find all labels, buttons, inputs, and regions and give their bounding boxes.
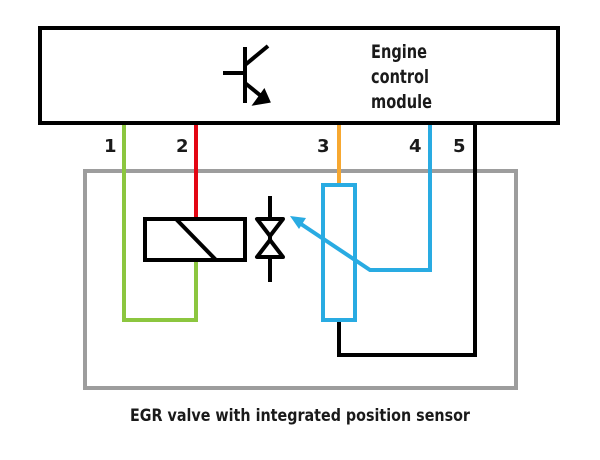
pin-label-3: 3 (317, 136, 330, 157)
ecm-label-line1: Engine (371, 41, 427, 63)
egr-valve-housing (83, 169, 518, 390)
solenoid-coil-diagonal (174, 217, 218, 262)
ecm-label-line2: control (371, 66, 429, 88)
wire-pin-4-wiper (296, 123, 432, 272)
pin-label-2: 2 (176, 136, 189, 157)
engine-control-module (38, 26, 560, 125)
position-sensor-resistor (321, 183, 357, 322)
wire-pin-5 (337, 123, 477, 357)
pin-label-5: 5 (453, 136, 466, 157)
wire-pin-1 (122, 123, 198, 322)
wiper-arrow-icon (290, 216, 306, 229)
transistor-icon (223, 44, 271, 106)
pin-label-4: 4 (409, 136, 422, 157)
pin-label-1: 1 (104, 136, 117, 157)
ecm-label-line3: module (371, 91, 432, 113)
diagram-caption: EGR valve with integrated position senso… (130, 406, 471, 426)
valve-icon (255, 196, 285, 282)
